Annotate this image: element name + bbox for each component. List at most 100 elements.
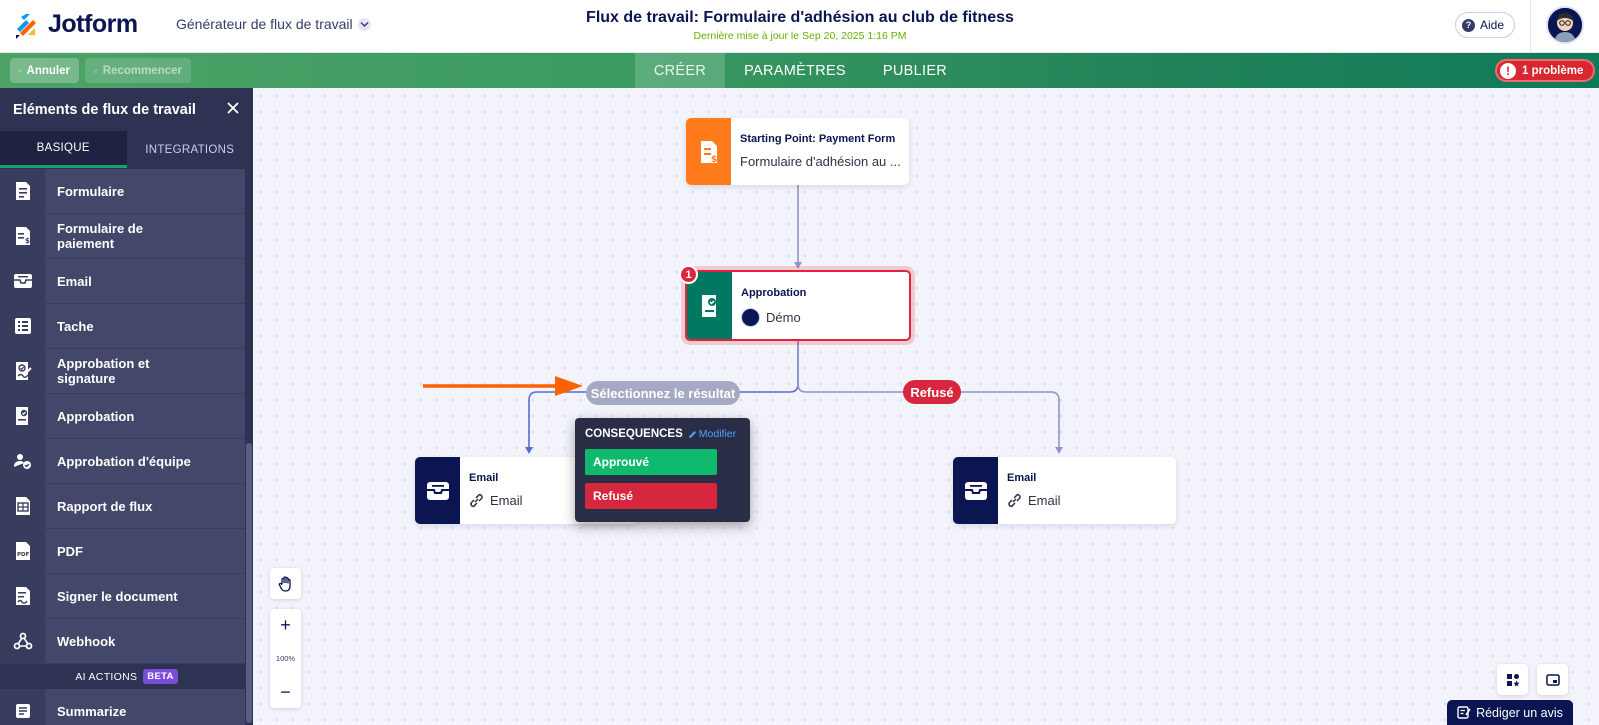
sidebar-item-sign-document[interactable]: Signer le document [0,573,253,619]
ai-actions-label: AI ACTIONS [75,670,138,683]
beta-badge: BETA [143,669,178,684]
redo-button[interactable]: Recommencer [85,58,191,83]
sidebar-item-approval-signature[interactable]: Approbation et signature [0,348,253,394]
refused-branch-pill[interactable]: Refusé [903,380,961,404]
tab-basic[interactable]: BASIQUE [0,131,127,168]
jotform-logo[interactable]: Jotform [14,10,138,39]
consequences-header: CONSEQUENCES Modifier [585,428,740,440]
sidebar-item-payment-form[interactable]: $ Formulaire de paiement [0,213,253,259]
hand-icon [278,575,291,592]
sidebar-item-summarize[interactable]: Summarize [0,688,253,725]
node-type: Email [1007,472,1037,484]
email-node-body: Email Email [460,457,533,524]
sidebar-item-task[interactable]: Tache [0,303,253,349]
sidebar-item-label: Signer le document [57,588,178,604]
sidebar-scrollbar[interactable] [245,88,253,725]
builder-switch[interactable]: Générateur de flux de travail [176,16,371,32]
write-review-button[interactable]: Rédiger un avis [1447,700,1573,725]
email-icon [415,457,460,524]
email-node-body: Email Email [998,457,1071,524]
minimap-button[interactable] [1537,664,1568,695]
page-title[interactable]: Flux de travail: Formulaire d'adhésion a… [586,9,1014,26]
assignee-name: Démo [766,310,801,325]
tab-publish[interactable]: PUBLIER [882,62,948,79]
builder-toolbar: Annuler Recommencer CRÉER PARAMÈTRES PUB… [0,53,1599,88]
sidebar-item-email[interactable]: Email [0,258,253,304]
link-icon [1008,493,1021,508]
feedback-label: Rédiger un avis [1476,705,1563,720]
sidebar-item-label: Webhook [57,633,116,649]
sign-document-icon [0,573,45,619]
top-bar: Jotform Générateur de flux de travail Fl… [0,0,1599,53]
last-update: Dernière mise à jour le Sep 20, 2025 1:1… [693,30,907,42]
option-approved[interactable]: Approuvé [585,449,717,475]
sidebar-title: Eléments de flux de travail [13,101,196,118]
assignee-avatar [741,308,760,327]
sidebar-item-webhook[interactable]: Webhook [0,618,253,664]
chevron-down-icon [357,17,371,31]
summarize-icon [0,688,45,725]
pdf-icon: PDF [0,528,45,574]
tab-settings[interactable]: PARAMÈTRES [744,62,846,79]
edit-consequences-link[interactable]: Modifier [688,428,736,440]
title-block: Flux de travail: Formulaire d'adhésion a… [500,9,1100,42]
consequences-title: CONSEQUENCES [585,428,683,440]
sidebar-item-pdf[interactable]: PDF PDF [0,528,253,574]
select-result-pill[interactable]: Sélectionnez le résultat [586,381,740,405]
zoom-level: 100% [275,654,296,663]
pan-tool-button[interactable] [270,568,301,599]
tab-create[interactable]: CRÉER [635,53,725,88]
sidebar-item-label: Rapport de flux [57,498,153,514]
zoom-in-button[interactable]: + [280,615,291,635]
svg-text:PDF: PDF [17,552,30,558]
edit-label: Modifier [698,428,737,440]
consequences-popover: CONSEQUENCES Modifier Approuvé Refusé [575,418,750,522]
undo-button[interactable]: Annuler [10,58,79,83]
zoom-controls: + 100% − [270,568,301,708]
pencil-icon [688,430,696,438]
form-icon [0,168,45,214]
scrollbar-thumb[interactable] [246,443,252,723]
option-refused[interactable]: Refusé [585,483,717,509]
payment-form-icon: $ [0,213,45,259]
approval-icon [0,393,45,439]
webhook-icon [0,618,45,664]
user-avatar[interactable] [1546,6,1584,44]
apps-star-icon [1506,673,1519,686]
sidebar-item-approval[interactable]: Approbation [0,393,253,439]
approval-icon [687,272,732,339]
approval-signature-icon [0,348,45,394]
sidebar-item-flow-report[interactable]: Rapport de flux [0,483,253,529]
sidebar-item-form[interactable]: Formulaire [0,168,253,214]
workflow-canvas[interactable]: $ Starting Point: Payment Form Formulair… [253,88,1599,725]
builder-switch-label: Générateur de flux de travail [176,16,353,32]
sidebar-item-label: Approbation d'équipe [57,453,191,469]
sidebar-item-label: Summarize [57,703,127,719]
avatar-icon [1548,8,1582,42]
sidebar-item-label: PDF [57,543,83,559]
sidebar-item-team-approval[interactable]: Approbation d'équipe [0,438,253,484]
sidebar-item-label: Formulaire [57,183,125,199]
task-icon [0,303,45,349]
zoom-box: + 100% − [270,609,301,708]
close-icon[interactable] [227,102,239,114]
zoom-out-button[interactable]: − [280,682,291,702]
sidebar-item-label: Approbation [57,408,135,424]
undo-label: Annuler [26,64,70,77]
redo-label: Recommencer [102,64,182,77]
connector-start-arrowhead [794,262,802,269]
tab-integrations[interactable]: INTEGRATIONS [145,143,235,156]
email-node-right[interactable]: Email Email [953,457,1176,524]
connector-left-arrowhead [525,447,533,454]
sidebar-item-label: Email [57,273,92,289]
node-subtitle: Formulaire d'adhésion au ... [740,154,901,169]
start-node[interactable]: $ Starting Point: Payment Form Formulair… [686,118,909,185]
feedback-icon [1457,706,1471,719]
apps-button[interactable] [1497,664,1528,695]
minimap-icon [1545,673,1560,686]
help-button[interactable]: ? Aide [1455,12,1516,38]
problem-badge[interactable]: ! 1 problème [1495,59,1596,82]
node-type: Email [469,472,499,484]
element-list: Formulaire $ Formulaire de paiement Emai… [0,168,253,725]
approval-node[interactable]: Approbation Démo [685,270,911,341]
